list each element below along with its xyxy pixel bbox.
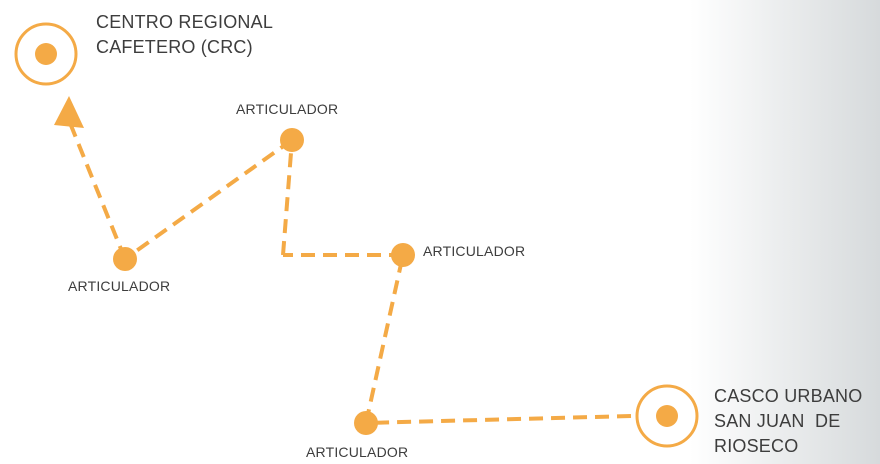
articulador-label-3: ARTICULADOR bbox=[423, 243, 526, 259]
articulador-label-1: ARTICULADOR bbox=[68, 278, 171, 294]
articulador-node-3 bbox=[391, 243, 415, 267]
articulador-label-4: ARTICULADOR bbox=[306, 444, 409, 460]
arrowhead-icon bbox=[54, 96, 84, 128]
destination-label-line2: SAN JUAN DE bbox=[714, 411, 841, 431]
destination-node-icon bbox=[635, 384, 699, 448]
articulador-node-2 bbox=[280, 128, 304, 152]
destination-label-line1: CASCO URBANO bbox=[714, 386, 863, 406]
origin-label-line1: CENTRO REGIONAL bbox=[96, 12, 274, 32]
articulador-node-1 bbox=[113, 247, 137, 271]
route-segment-1 bbox=[365, 414, 632, 425]
destination-label-line3: RIOSECO bbox=[714, 436, 799, 456]
background-gradient bbox=[690, 0, 880, 464]
route-segment-2 bbox=[364, 254, 405, 424]
route-path bbox=[54, 96, 632, 425]
origin-node-icon bbox=[14, 22, 78, 86]
route-segment-6 bbox=[66, 117, 127, 260]
articulador-label-2: ARTICULADOR bbox=[236, 101, 339, 117]
route-segment-5 bbox=[123, 138, 294, 261]
route-nodes bbox=[14, 22, 699, 448]
origin-label-line2: CAFETERO (CRC) bbox=[96, 37, 253, 57]
route-segment-4 bbox=[281, 139, 294, 256]
articulador-node-4 bbox=[354, 411, 378, 435]
